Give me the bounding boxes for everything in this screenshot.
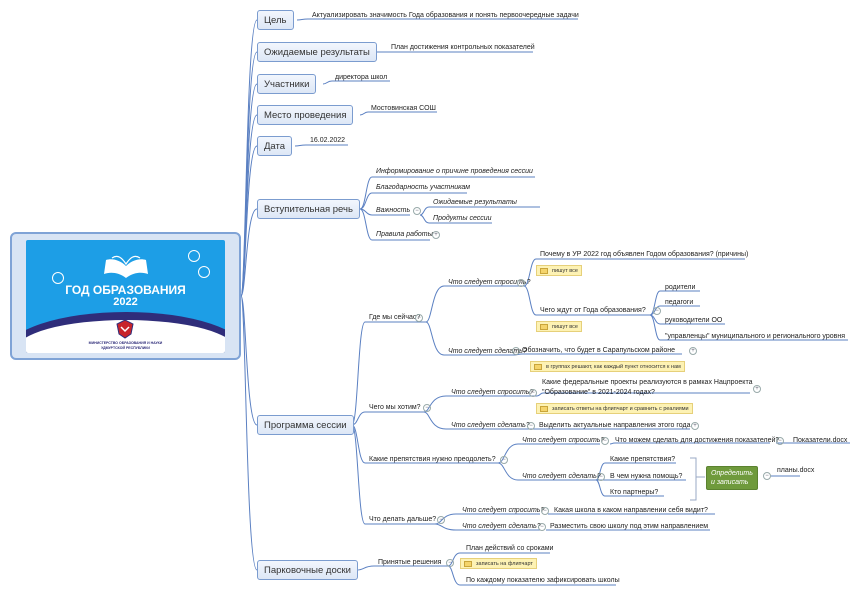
where-want-q-line2[interactable]: "Образование" в 2021-2024 годах?	[542, 389, 655, 396]
obstacles-ask-text[interactable]: Что можем сделать для достижения показат…	[615, 437, 780, 444]
collapse-icon[interactable]: −	[527, 422, 535, 430]
topic-intro-speech[interactable]: Вступительная речь	[257, 199, 360, 219]
where-now-q1[interactable]: Почему в УР 2022 год объявлен Годом обра…	[540, 251, 749, 258]
topic-venue[interactable]: Место проведения	[257, 105, 354, 125]
topic-expected-results[interactable]: Ожидаемые результаты	[257, 42, 377, 62]
action-line-1: Определить	[711, 470, 753, 477]
obstacles-ask[interactable]: Что следует спросить?	[522, 437, 605, 444]
next-do-text[interactable]: Разместить свою школу под этим направлен…	[550, 523, 709, 530]
where-want-q-line1[interactable]: Какие федеральные проекты реализуются в …	[542, 379, 753, 386]
collapse-icon[interactable]: −	[446, 559, 454, 567]
file-plans-docx[interactable]: планы.docx	[777, 467, 815, 474]
collapse-icon[interactable]: −	[653, 307, 661, 315]
topic-participants[interactable]: Участники	[257, 74, 317, 94]
collapse-icon[interactable]: −	[763, 472, 771, 480]
participants-text[interactable]: директора школ	[335, 74, 388, 81]
obstacle-item-2[interactable]: В чем нужна помощь?	[610, 473, 683, 480]
collapse-icon[interactable]: −	[413, 207, 421, 215]
note-icon	[540, 268, 548, 274]
topic-goal[interactable]: Цель	[257, 10, 294, 30]
goal-text[interactable]: Актуализировать значимость Года образова…	[312, 12, 579, 19]
q2-heads[interactable]: руководители ОО	[665, 317, 723, 324]
topic-date[interactable]: Дата	[257, 136, 293, 156]
where-now-do[interactable]: Что следует сделать?	[448, 348, 527, 355]
collapse-icon[interactable]: −	[500, 456, 508, 464]
central-topic-image[interactable]: ГОД ОБРАЗОВАНИЯ 2022 МИНИСТЕРСТВО ОБРАЗО…	[10, 232, 241, 360]
obstacles-label[interactable]: Какие препятствия нужно преодолеть?	[369, 456, 496, 463]
next-label[interactable]: Что делать дальше?	[369, 516, 437, 523]
expand-icon[interactable]: +	[689, 347, 697, 355]
next-ask[interactable]: Что следует спросить?	[462, 507, 545, 514]
banner-title: ГОД ОБРАЗОВАНИЯ	[65, 283, 186, 297]
q2-managers[interactable]: "управленцы" муниципального и региональн…	[665, 333, 845, 340]
where-now-ask[interactable]: Что следует спросить?	[448, 279, 531, 286]
banner-icon-right	[198, 266, 210, 278]
venue-text[interactable]: Мостовинская СОШ	[371, 105, 436, 112]
intro-item-4[interactable]: Правила работы	[376, 231, 433, 238]
note-icon	[534, 364, 542, 370]
importance-sub-1[interactable]: Ожидаемые результаты	[433, 199, 517, 206]
note-groups[interactable]: в группах решают, как каждый пункт относ…	[530, 361, 685, 372]
collapse-icon[interactable]: −	[538, 523, 546, 531]
where-now-label[interactable]: Где мы сейчас?	[369, 314, 421, 321]
importance-sub-2[interactable]: Продукты сессии	[433, 215, 492, 222]
ministry-line1: МИНИСТЕРСТВО ОБРАЗОВАНИЯ И НАУКИ	[88, 341, 163, 345]
topic-parking-boards[interactable]: Парковочные доски	[257, 560, 358, 580]
parking-item-3[interactable]: По каждому показателю зафиксировать школ…	[466, 577, 620, 584]
collapse-icon[interactable]: −	[601, 437, 609, 445]
parking-item-1[interactable]: План действий со сроками	[466, 545, 554, 552]
where-want-do-text[interactable]: Выделить актуальные направления этого го…	[539, 422, 691, 429]
open-book-icon	[104, 255, 148, 278]
action-line-2: и записать	[711, 479, 749, 486]
collapse-icon[interactable]: −	[597, 473, 605, 481]
banner-icon-right-top	[188, 250, 200, 262]
where-now-do-text[interactable]: Обозначить, что будет в Сарапульском рай…	[522, 347, 675, 354]
banner-year: 2022	[113, 296, 138, 308]
parking-decisions[interactable]: Принятые решения	[378, 559, 442, 566]
q2-parents[interactable]: родители	[665, 284, 696, 291]
collapse-icon[interactable]: −	[423, 404, 431, 412]
obstacles-do[interactable]: Что следует сделать?	[522, 473, 601, 480]
where-want-do[interactable]: Что следует сделать?	[451, 422, 530, 429]
action-define-and-record[interactable]: Определить и записать	[706, 466, 758, 490]
expand-icon[interactable]: +	[753, 385, 761, 393]
expand-icon[interactable]: +	[691, 422, 699, 430]
next-do[interactable]: Что следует сделать?	[462, 523, 541, 530]
note-write-all-1[interactable]: пишут все	[536, 265, 582, 276]
intro-item-2[interactable]: Благодарность участникам	[376, 184, 471, 191]
q2-teachers[interactable]: педагоги	[665, 299, 694, 306]
intro-item-1[interactable]: Информирование о причине проведения сесс…	[376, 168, 533, 175]
collapse-icon[interactable]: −	[541, 507, 549, 515]
collapse-icon[interactable]: −	[517, 279, 525, 287]
date-text[interactable]: 16.02.2022	[310, 137, 346, 144]
note-write-all-2[interactable]: пишут все	[536, 321, 582, 332]
ministry-line2: УДМУРТСКОЙ РЕСПУБЛИКИ	[101, 346, 150, 350]
obstacle-item-3[interactable]: Кто партнеры?	[610, 489, 659, 496]
obstacle-item-1[interactable]: Какие препятствия?	[610, 456, 676, 463]
emblem-icon	[116, 319, 134, 339]
intro-item-3[interactable]: Важность	[376, 207, 411, 214]
expand-icon[interactable]: +	[432, 231, 440, 239]
where-now-q2[interactable]: Чего ждут от Года образования?	[540, 307, 646, 314]
collapse-icon[interactable]: −	[415, 314, 423, 322]
collapse-icon[interactable]: −	[776, 437, 784, 445]
note-icon	[540, 406, 548, 412]
note-flipchart-compare[interactable]: записать ответы на флипчарт и сравнить с…	[536, 403, 693, 414]
collapse-icon[interactable]: −	[437, 516, 445, 524]
results-text[interactable]: План достижения контрольных показателей	[391, 44, 535, 51]
collapse-icon[interactable]: −	[529, 389, 537, 397]
year-of-education-banner: ГОД ОБРАЗОВАНИЯ 2022 МИНИСТЕРСТВО ОБРАЗО…	[26, 240, 225, 353]
banner-icon-left	[52, 272, 64, 284]
note-flipchart[interactable]: записать на флипчарт	[460, 558, 537, 569]
file-indicators-docx[interactable]: Показатели.docx	[793, 437, 848, 444]
where-want-ask[interactable]: Что следует спросить?	[451, 389, 534, 396]
next-ask-text[interactable]: Какая школа в каком направлении себя вид…	[554, 507, 708, 514]
where-want-label[interactable]: Чего мы хотим?	[369, 404, 421, 411]
note-icon	[540, 324, 548, 330]
collapse-icon[interactable]: −	[512, 347, 520, 355]
topic-session-program[interactable]: Программа сессии	[257, 415, 354, 435]
note-icon	[464, 561, 472, 567]
